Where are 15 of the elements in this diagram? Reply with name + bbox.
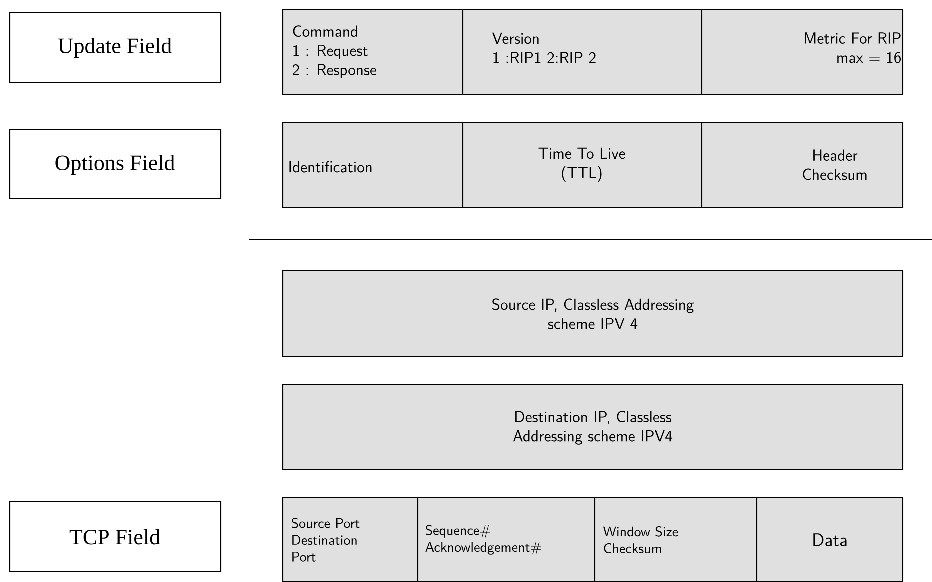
- field-cell: Data: [756, 497, 904, 582]
- field-cell: Metric For RIP max = 16: [701, 9, 904, 96]
- field-label-box: TCP Field: [9, 501, 222, 573]
- field-label-box: Update Field: [9, 12, 222, 84]
- field-cell: Source IP, Classless Addressing scheme IPV 4: [282, 270, 904, 358]
- field-cell: Destination IP, Classless Addressing scheme IPV4: [282, 384, 904, 471]
- field-label-box: Options Field: [9, 129, 222, 200]
- field-cell: Identification: [282, 122, 464, 209]
- field-cell: Sequence# Acknowledgement#: [417, 497, 596, 582]
- field-cell: Window Size Checksum: [594, 497, 758, 582]
- field-cell: Command 1 : Request 2 : Response: [282, 9, 464, 96]
- field-cell: Source Port Destination Port: [282, 497, 419, 582]
- field-cell: Version 1 :RIP1 2:RIP 2: [462, 9, 703, 96]
- field-cell: Time To Live (TTL): [462, 122, 703, 209]
- field-cell: Header Checksum: [701, 122, 904, 209]
